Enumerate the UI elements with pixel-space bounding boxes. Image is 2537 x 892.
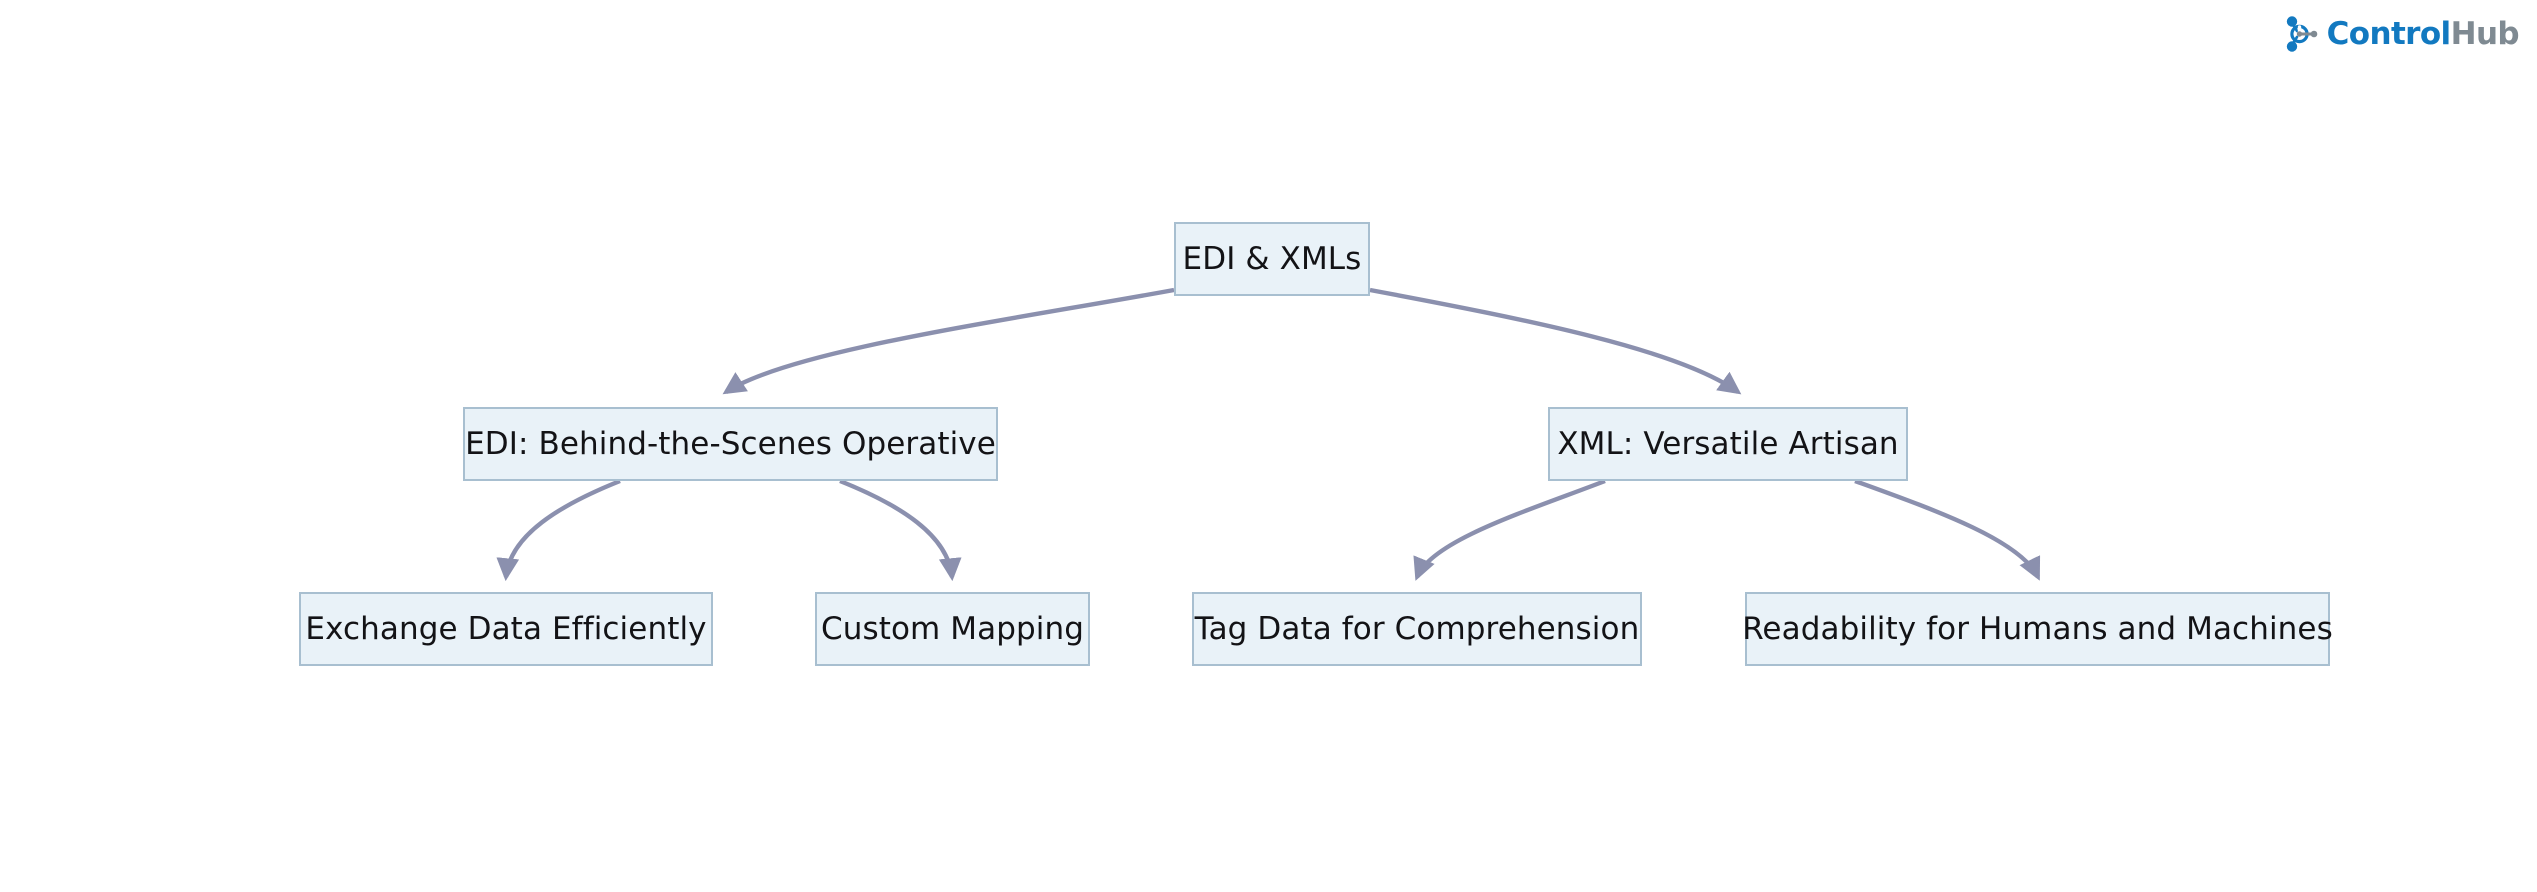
- flowchart-edge-xml-readability: [1854, 478, 2041, 581]
- flowchart-edge-edi-exchange: [496, 478, 621, 582]
- flowchart-node-label: Exchange Data Efficiently: [305, 610, 707, 647]
- flowchart-node-edi[interactable]: EDI: Behind-the-Scenes Operative: [463, 407, 998, 481]
- flowchart-node-xml[interactable]: XML: Versatile Artisan: [1548, 407, 1908, 481]
- controlhub-molecule-icon: [2286, 16, 2317, 52]
- logo-word-hub: Hub: [2450, 15, 2520, 52]
- flowchart-node-readability[interactable]: Readability for Humans and Machines: [1742, 592, 2333, 666]
- logo-wordmark: ControlHub: [2326, 15, 2520, 52]
- flowchart-node-root[interactable]: EDI & XMLs: [1174, 222, 1370, 296]
- flowchart-node-label: Tag Data for Comprehension: [1194, 610, 1640, 647]
- logo-word-control: Control: [2326, 15, 2452, 52]
- flowchart-edge-root-edi: [722, 287, 1175, 395]
- flowchart-edge-xml-tagging: [1413, 478, 1606, 581]
- flowchart-node-label: EDI: Behind-the-Scenes Operative: [465, 425, 996, 462]
- flowchart-edge-edi-mapping: [839, 478, 962, 582]
- flowchart-node-tagging[interactable]: Tag Data for Comprehension: [1192, 592, 1642, 666]
- flowchart-node-label: XML: Versatile Artisan: [1557, 425, 1899, 462]
- flowchart-node-label: Readability for Humans and Machines: [1742, 610, 2333, 647]
- flowchart-node-mapping[interactable]: Custom Mapping: [815, 592, 1090, 666]
- flowchart-edge-root-xml: [1369, 287, 1742, 395]
- controlhub-logo: ControlHub: [2284, 14, 2520, 54]
- flowchart-node-exchange[interactable]: Exchange Data Efficiently: [299, 592, 713, 666]
- flowchart-node-label: EDI & XMLs: [1182, 240, 1362, 277]
- flowchart-node-label: Custom Mapping: [820, 610, 1085, 647]
